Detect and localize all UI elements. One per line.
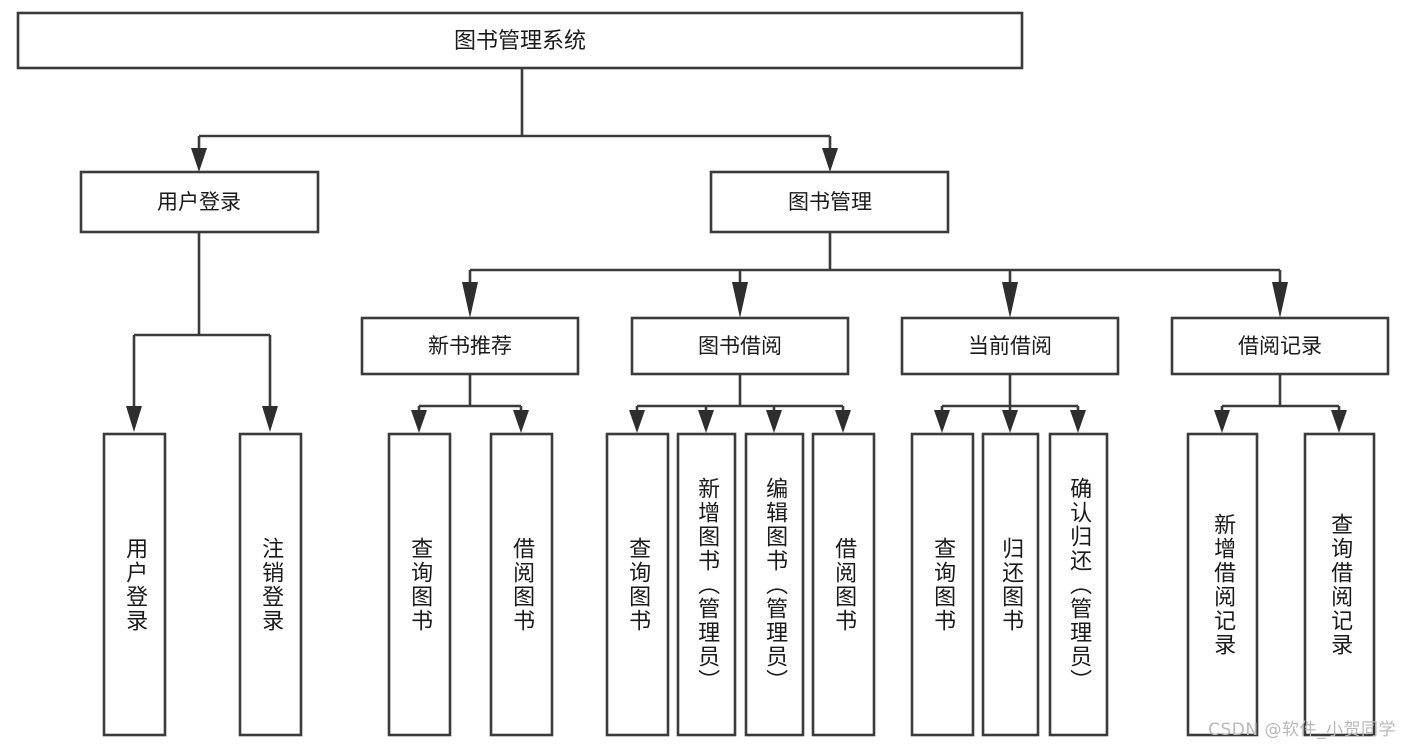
node-book-management[interactable]: 图书管理 [709,170,950,234]
leaf-box-11[interactable] [1048,432,1109,737]
leaf-box-7[interactable] [744,432,805,737]
arrow-leaf-5-icon [629,410,645,433]
edges-newbook-to-leaves [411,374,529,433]
leaf-boxes [102,432,1376,737]
node-root[interactable]: 图书管理系统 [16,11,1024,70]
node-borrow-record-label: 借阅记录 [1238,334,1322,358]
node-new-book-recommend-label: 新书推荐 [428,334,512,358]
arrow-leaf-4-icon [513,410,529,433]
leaf-box-2[interactable] [238,432,303,737]
leaf-box-5[interactable] [605,432,670,737]
node-root-box[interactable] [16,11,1024,70]
arrow-to-borrow-icon [732,282,748,318]
node-book-borrow-label: 图书借阅 [698,334,782,358]
arrow-leaf-8-icon [835,410,851,433]
edges-borrow-to-leaves [629,374,851,433]
arrow-leaf-2-icon [262,406,278,432]
node-current-borrow[interactable]: 当前借阅 [900,316,1120,376]
leaf-box-12[interactable] [1186,432,1259,737]
leaf-box-8[interactable] [811,432,876,737]
edges-current-to-leaves [934,374,1086,433]
leaf-box-9[interactable] [910,432,975,737]
arrow-leaf-6-icon [698,410,714,433]
node-user-login-label: 用户登录 [157,190,241,214]
arrow-leaf-11-icon [1070,410,1086,433]
leaf-box-1[interactable] [102,432,167,737]
node-new-book-recommend[interactable]: 新书推荐 [360,316,580,376]
arrow-leaf-12-icon [1214,410,1230,433]
arrow-leaf-7-icon [766,410,782,433]
edges-user-login-to-leaves [126,232,278,432]
arrow-to-current-icon [1002,282,1018,318]
arrow-to-newbook-icon [462,282,478,318]
node-new-book-recommend-box[interactable] [360,316,580,376]
node-book-management-label: 图书管理 [788,190,872,214]
node-book-borrow[interactable]: 图书借阅 [630,316,850,376]
arrow-to-record-icon [1272,282,1288,318]
leaf-box-13[interactable] [1303,432,1376,737]
arrow-leaf-1-icon [126,406,142,432]
node-book-borrow-box[interactable] [630,316,850,376]
node-current-borrow-label: 当前借阅 [968,334,1052,358]
arrow-to-user-login-icon [191,148,207,172]
edges-root-to-level2 [191,68,838,172]
csdn-watermark: CSDN @软件_小贺同学 [1208,720,1396,740]
node-current-borrow-box[interactable] [900,316,1120,376]
arrow-to-book-mgmt-icon [822,148,838,172]
node-borrow-record[interactable]: 借阅记录 [1170,316,1390,376]
arrow-leaf-13-icon [1331,410,1347,433]
node-user-login-box[interactable] [79,170,320,234]
arrow-leaf-9-icon [934,410,950,433]
node-root-label: 图书管理系统 [454,29,586,54]
node-borrow-record-box[interactable] [1170,316,1390,376]
edges-book-mgmt-to-level3 [462,232,1288,318]
arrow-leaf-3-icon [411,410,427,433]
node-book-management-box[interactable] [709,170,950,234]
leaf-box-10[interactable] [981,432,1040,737]
leaf-box-3[interactable] [387,432,452,737]
leaf-box-4[interactable] [489,432,554,737]
arrow-leaf-10-icon [1002,410,1018,433]
edges-record-to-leaves [1214,374,1347,433]
node-user-login[interactable]: 用户登录 [79,170,320,234]
leaf-box-6[interactable] [676,432,737,737]
